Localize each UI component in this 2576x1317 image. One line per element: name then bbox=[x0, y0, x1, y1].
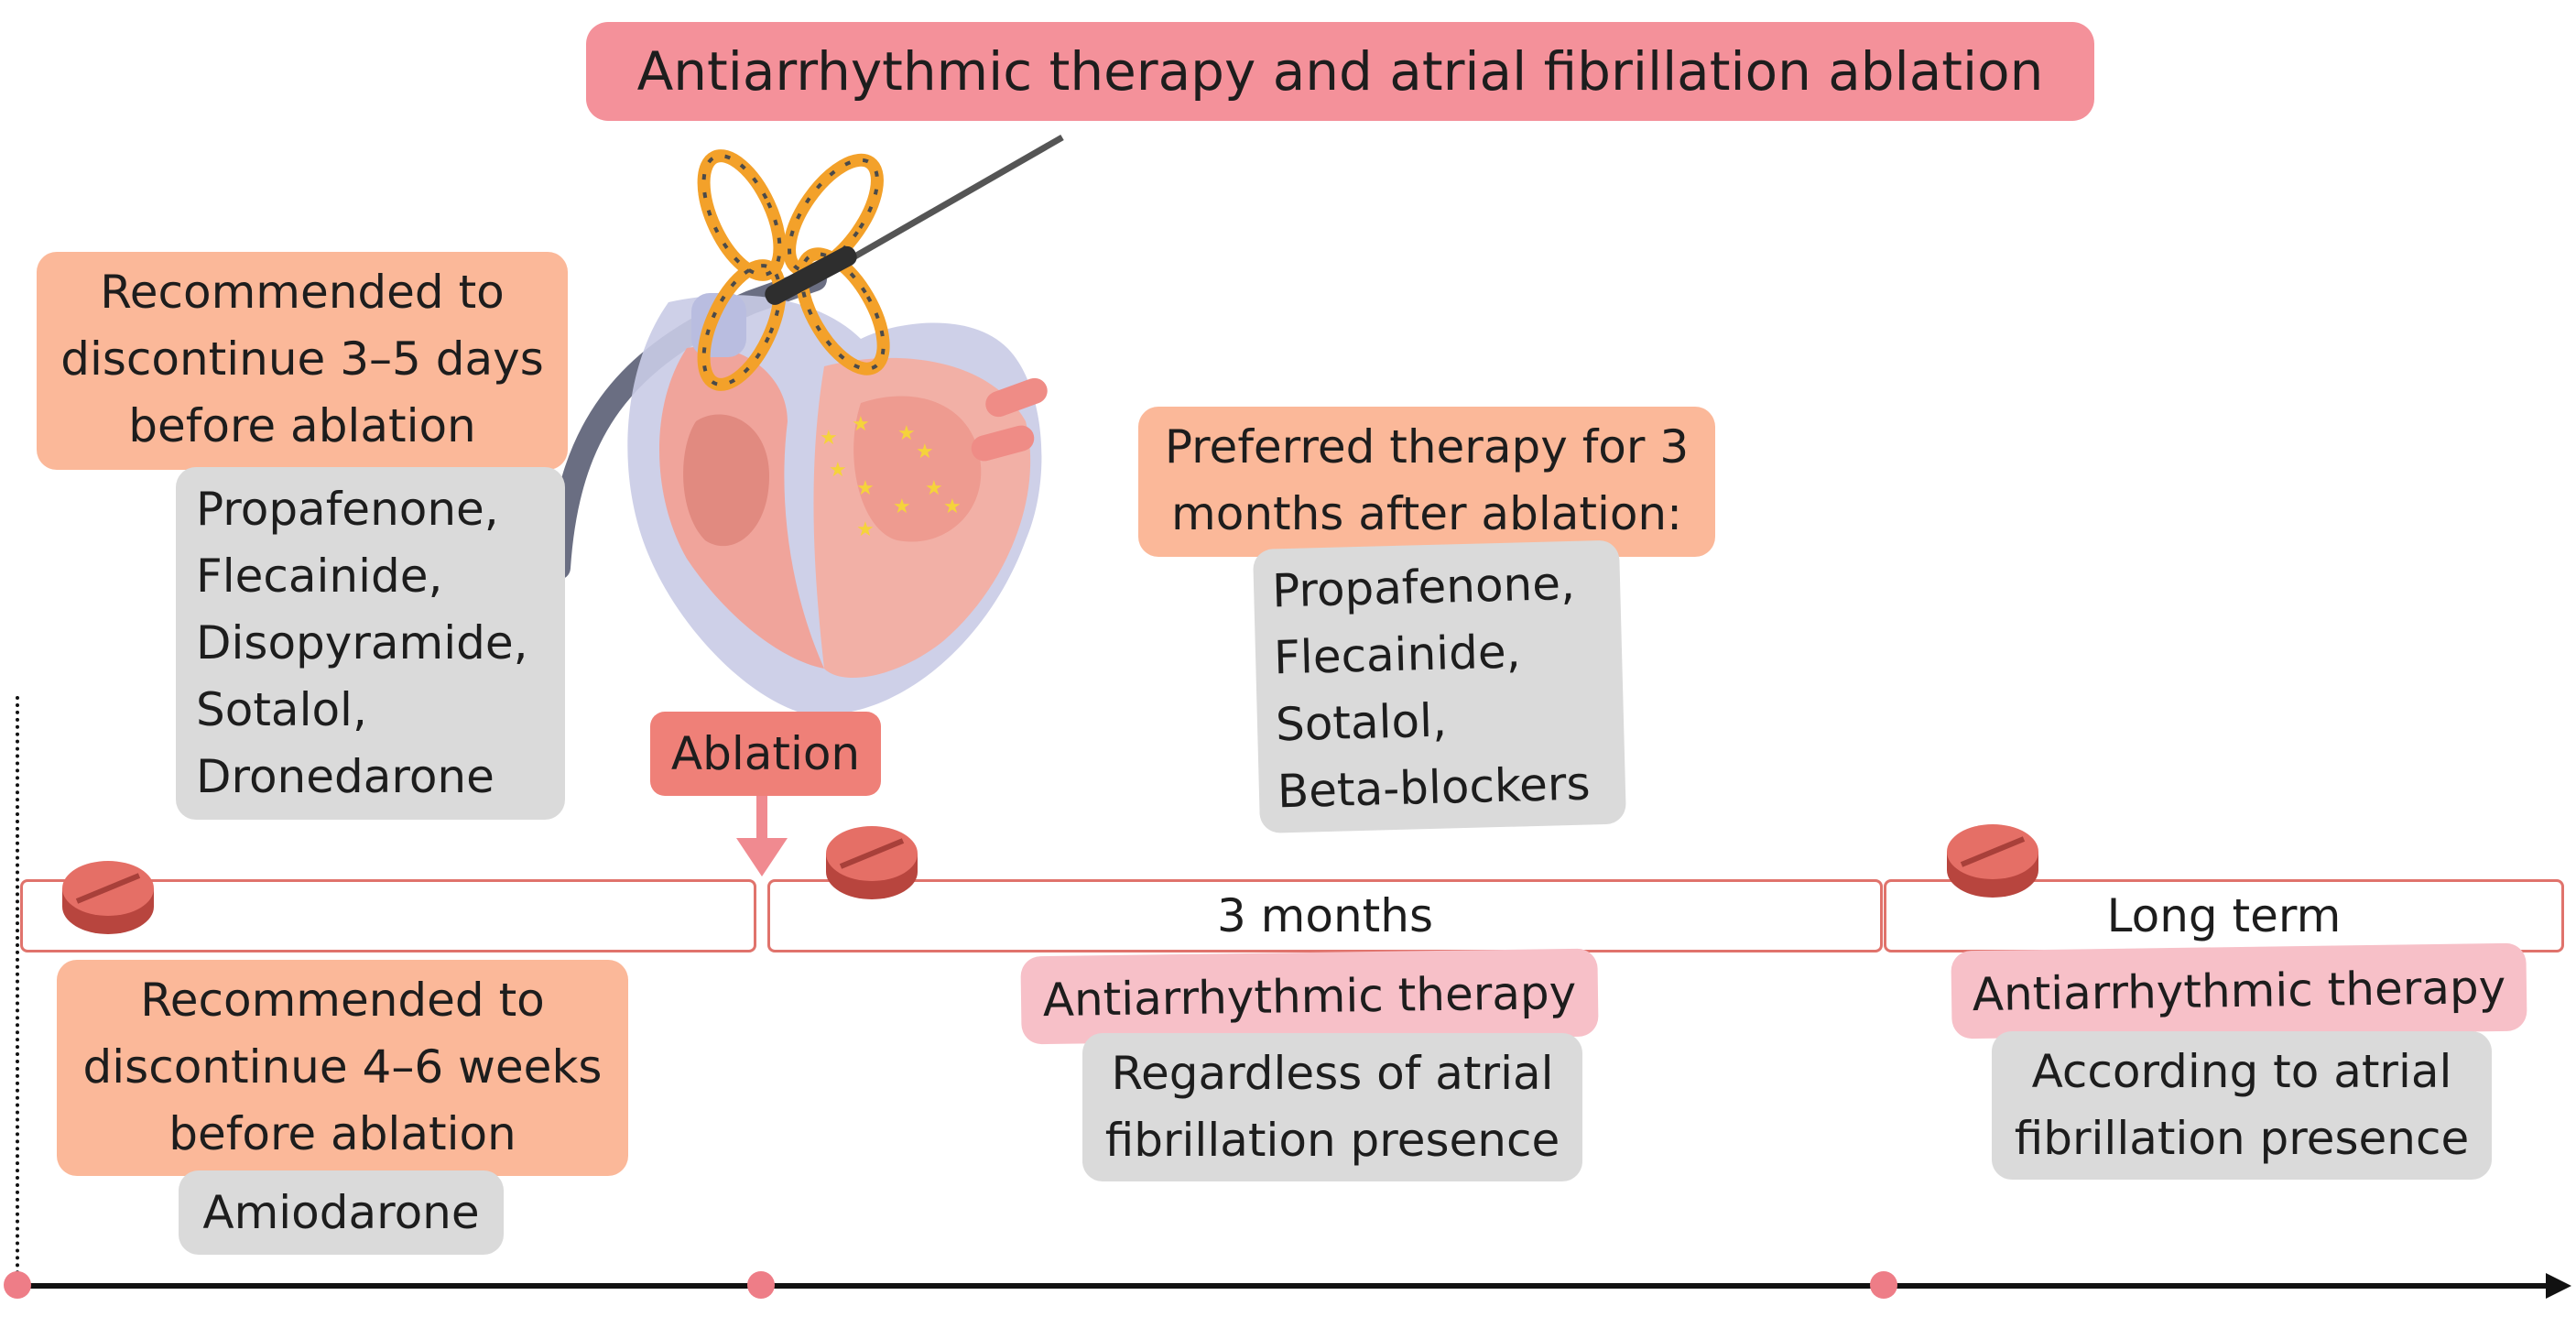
short-stop-header: Recommended to discontinue 3–5 days befo… bbox=[37, 259, 568, 460]
preferred-header-line: months after ablation: bbox=[1171, 487, 1682, 540]
drug-item: Dronedarone bbox=[196, 750, 495, 803]
long-stop-header-line: discontinue 4–6 weeks bbox=[82, 1040, 603, 1094]
preferred-drugs-box: Propafenone, Flecainide, Sotalol, Beta-b… bbox=[1253, 539, 1626, 833]
drug-item: Disopyramide, bbox=[196, 616, 528, 669]
svg-text:★: ★ bbox=[893, 495, 911, 518]
ablation-label: Ablation bbox=[670, 727, 861, 780]
timeline-dot-ablation bbox=[747, 1271, 775, 1299]
note-line: fibrillation presence bbox=[1104, 1114, 1560, 1167]
svg-text:★: ★ bbox=[829, 459, 847, 482]
svg-text:★: ★ bbox=[856, 518, 875, 541]
period-3-months-note-box: Regardless of atrial fibrillation presen… bbox=[1082, 1033, 1582, 1181]
drug-item: Flecainide, bbox=[1273, 625, 1522, 685]
svg-text:★: ★ bbox=[820, 427, 838, 450]
long-stop-header-line: Recommended to bbox=[140, 974, 545, 1027]
long-stop-header: Recommended to discontinue 4–6 weeks bef… bbox=[57, 967, 628, 1168]
short-stop-header-line: before ablation bbox=[128, 399, 476, 452]
page-title: Antiarrhythmic therapy and atrial fibril… bbox=[636, 40, 2044, 103]
svg-text:★: ★ bbox=[852, 413, 870, 436]
short-stop-drugs-box: Propafenone, Flecainide, Disopyramide, S… bbox=[176, 467, 565, 820]
period-3-months-therapy-box: Antiarrhythmic therapy bbox=[1020, 948, 1599, 1045]
short-stop-header-line: discontinue 3–5 days bbox=[60, 332, 544, 386]
drug-item: Propafenone, bbox=[1271, 556, 1576, 618]
period-long-term-note-box: According to atrial fibrillation presenc… bbox=[1992, 1031, 2492, 1180]
period-3-months-note: Regardless of atrial fibrillation presen… bbox=[1082, 1040, 1582, 1174]
long-stop-header-line: before ablation bbox=[168, 1107, 516, 1160]
period-3-months-label: 3 months bbox=[1216, 889, 1434, 942]
period-3-months-bar: 3 months bbox=[767, 879, 1883, 952]
drug-item: Propafenone, bbox=[196, 483, 499, 536]
long-stop-drug-box: Amiodarone bbox=[179, 1170, 504, 1255]
preferred-drug-list: Propafenone, Flecainide, Sotalol, Beta-b… bbox=[1271, 550, 1608, 825]
drug-item: Sotalol, bbox=[196, 683, 367, 736]
period-long-term-note: According to atrial fibrillation presenc… bbox=[1992, 1039, 2492, 1172]
timeline-axis bbox=[16, 1273, 2571, 1299]
note-line: fibrillation presence bbox=[2014, 1112, 2470, 1165]
heart-catheter-illustration: ★ ★ ★ ★ ★ ★ ★ ★ ★ ★ bbox=[547, 134, 1064, 715]
timeline-start-guide bbox=[16, 696, 19, 1282]
period-long-term-therapy: Antiarrhythmic therapy bbox=[1972, 960, 2506, 1022]
note-line: Regardless of atrial bbox=[1111, 1047, 1554, 1100]
down-arrow-icon bbox=[736, 796, 788, 876]
drug-item: Amiodarone bbox=[202, 1186, 480, 1239]
note-line: According to atrial bbox=[2031, 1045, 2452, 1098]
timeline-dot-3-months bbox=[1870, 1271, 1897, 1299]
svg-text:★: ★ bbox=[943, 495, 962, 518]
svg-text:★: ★ bbox=[897, 422, 916, 445]
preferred-header-box: Preferred therapy for 3 months after abl… bbox=[1138, 407, 1715, 557]
preferred-header: Preferred therapy for 3 months after abl… bbox=[1138, 414, 1715, 548]
ablation-label-box: Ablation bbox=[650, 712, 881, 796]
pill-icon bbox=[826, 826, 918, 899]
drug-item: Beta-blockers bbox=[1277, 756, 1592, 819]
period-long-term-therapy-box: Antiarrhythmic therapy bbox=[1951, 942, 2527, 1039]
svg-text:★: ★ bbox=[925, 477, 943, 500]
long-stop-header-box: Recommended to discontinue 4–6 weeks bef… bbox=[57, 960, 628, 1176]
drug-item: Sotalol, bbox=[1275, 693, 1448, 752]
timeline-dot-start bbox=[4, 1271, 31, 1299]
period-3-months-therapy: Antiarrhythmic therapy bbox=[1042, 965, 1577, 1028]
preferred-header-line: Preferred therapy for 3 bbox=[1164, 420, 1690, 473]
title-banner: Antiarrhythmic therapy and atrial fibril… bbox=[586, 22, 2094, 121]
pill-icon bbox=[62, 861, 154, 934]
svg-text:★: ★ bbox=[916, 441, 934, 463]
period-long-term-label: Long term bbox=[2106, 889, 2342, 942]
svg-text:★: ★ bbox=[856, 477, 875, 500]
short-stop-header-box: Recommended to discontinue 3–5 days befo… bbox=[37, 252, 568, 470]
pill-icon bbox=[1947, 824, 2038, 898]
drug-item: Flecainide, bbox=[196, 550, 443, 603]
short-stop-drug-list: Propafenone, Flecainide, Disopyramide, S… bbox=[196, 476, 547, 811]
short-stop-header-line: Recommended to bbox=[100, 266, 505, 319]
